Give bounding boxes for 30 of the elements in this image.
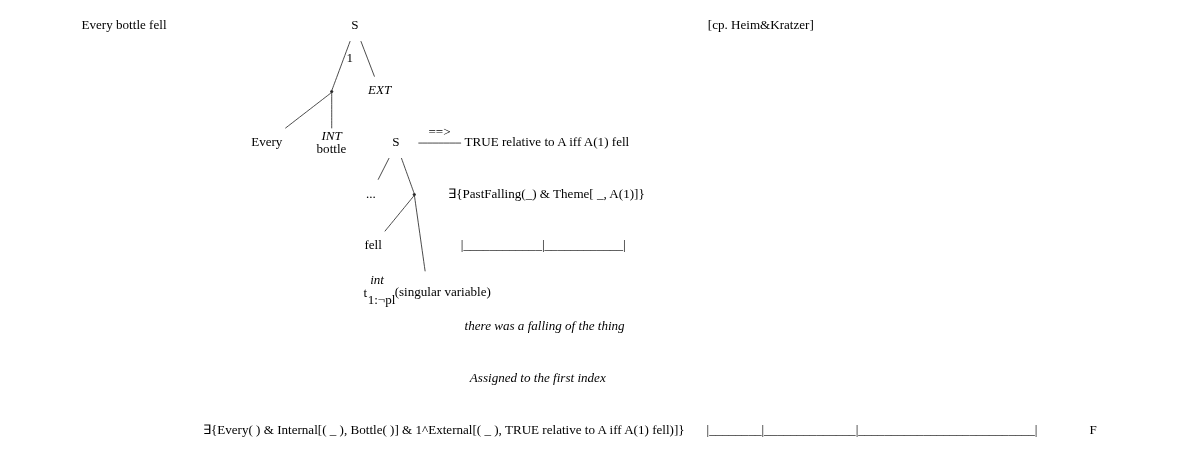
node-text: TRUE relative to A iff A(1) fell (464, 134, 629, 150)
label: [cp. Heim&Kratzer] (707, 17, 814, 33)
connector (284, 92, 332, 129)
connector (383, 195, 414, 232)
edge-label: 1 (345, 49, 353, 65)
node-text: ... (365, 185, 376, 201)
node-text: S (391, 134, 399, 150)
connector (330, 92, 332, 129)
node-point (329, 89, 333, 94)
label: F (1089, 421, 1097, 437)
label: ∃{PastFalling(_) & Theme[ _, A(1)]} (447, 185, 645, 201)
connector (331, 40, 351, 91)
label: ∃{Every( ) & Internal[( _ ), Bottle( )] & 1^External[( _ ), TRUE relative to A iff A(1) fell)]} (202, 421, 685, 437)
node-label: (singular variable) (394, 283, 491, 299)
node-text: INT bottle (316, 127, 346, 156)
node-text: EXT (367, 81, 391, 97)
node-text: Every (250, 134, 282, 150)
connector (359, 40, 375, 78)
connector (413, 195, 426, 272)
node-text: fell (363, 237, 382, 253)
connector (377, 157, 389, 181)
label: Assigned to the first index (469, 369, 606, 385)
label: |____________|____________| (460, 237, 626, 253)
node-point (412, 193, 416, 197)
connector (400, 157, 414, 194)
edge-label: ==> (427, 124, 451, 140)
node-text: S (350, 17, 359, 33)
label: |________|______________|___________________________| (706, 421, 1037, 437)
label: there was a falling of the thing (464, 318, 625, 334)
label: Every bottle fell (81, 17, 167, 33)
